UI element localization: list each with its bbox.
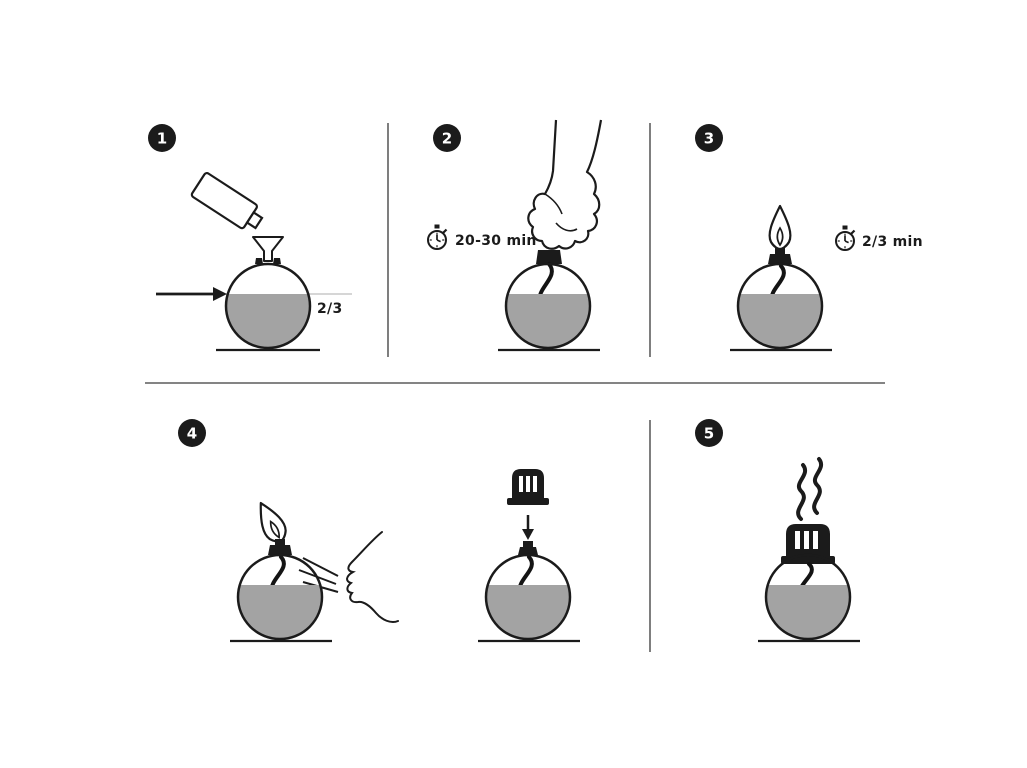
lamp-globe [730, 262, 832, 352]
step-4-badge: 4 [178, 419, 206, 447]
step-2-number: 2 [442, 130, 452, 148]
lamp-globe [230, 553, 332, 643]
burner-knob [775, 248, 785, 254]
lamp-liquid [766, 585, 850, 639]
step-5-badge: 5 [695, 419, 723, 447]
flame-icon [259, 501, 287, 543]
scent-waves-icon [796, 457, 823, 521]
burner-knob [523, 541, 533, 547]
hand-inserting-wick-icon [527, 119, 603, 250]
step-4-number: 4 [187, 425, 197, 443]
step-5-panel: 5 [695, 419, 860, 643]
lamp-globe [498, 262, 600, 352]
step-2-badge: 2 [433, 124, 461, 152]
burn-time-label: 2/3 min [862, 234, 923, 250]
step-4-panel: 4 [178, 419, 580, 643]
down-arrow-icon [522, 515, 534, 540]
stopwatch-icon [426, 223, 448, 251]
step-3-number: 3 [704, 130, 714, 148]
step-1-badge: 1 [148, 124, 176, 152]
lamp-liquid [486, 585, 570, 639]
wick-cap [536, 250, 562, 264]
fill-level-label: 2/3 [317, 301, 343, 317]
lamp-collar [268, 545, 292, 555]
step-1-number: 1 [157, 130, 167, 148]
lamp-collar-left [255, 258, 263, 264]
step-5-number: 5 [704, 425, 714, 443]
step-2-panel: 2 20-30 min [426, 119, 603, 352]
lamp-collar [518, 547, 538, 555]
lamp-globe [478, 553, 580, 643]
lamp-liquid [238, 585, 322, 639]
lamp-globe [758, 553, 860, 643]
lamp-liquid [738, 294, 823, 348]
wait-time-label: 20-30 min [455, 233, 537, 249]
lamp-globe [216, 262, 320, 352]
lamp-liquid [506, 294, 590, 348]
stopwatch-icon [834, 224, 856, 252]
vented-cap-icon [781, 524, 835, 564]
funnel-icon [252, 236, 284, 262]
step-3-panel: 3 2/3 min [695, 124, 923, 352]
step-3-badge: 3 [695, 124, 723, 152]
step-1-panel: 1 2/3 [148, 124, 352, 352]
refill-bottle-icon [190, 172, 264, 230]
lamp-collar-right [273, 258, 281, 264]
vented-cap-icon [507, 469, 549, 505]
flame-icon [768, 204, 792, 251]
lamp-liquid [225, 294, 310, 348]
burner-knob [275, 539, 285, 545]
lamp-collar [768, 254, 792, 264]
fill-arrow-icon [156, 287, 227, 301]
